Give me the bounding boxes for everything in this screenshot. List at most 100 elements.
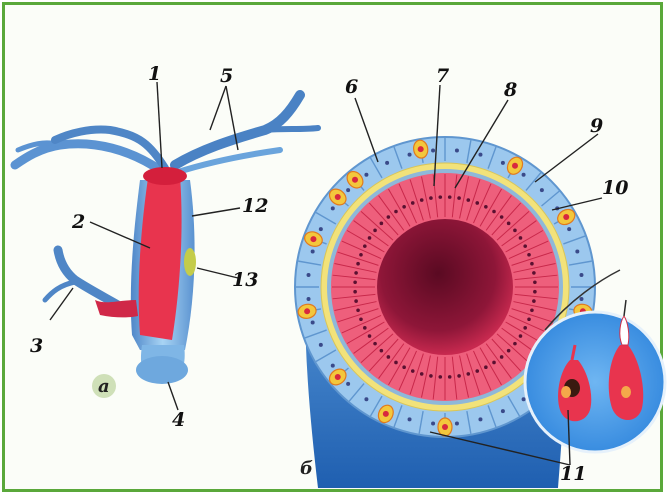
endoderm-nucleus [359, 253, 363, 257]
basal-disc [136, 356, 188, 384]
ectoderm-nucleus [431, 149, 435, 153]
endoderm-nucleus [387, 215, 391, 219]
label-11: 11 [560, 463, 586, 485]
ovary-bud [184, 248, 196, 276]
endoderm-nucleus [530, 262, 534, 266]
label-9: 9 [590, 115, 603, 137]
ectoderm-nucleus [540, 188, 544, 192]
ectoderm-nucleus [408, 417, 412, 421]
ectoderm-nucleus [455, 421, 459, 425]
endoderm-nucleus [484, 205, 488, 209]
ectoderm-nucleus [522, 173, 526, 177]
endoderm-nucleus [387, 355, 391, 359]
hypostome [143, 167, 187, 185]
endoderm-nucleus [438, 195, 442, 199]
stinging-cell-capsule [563, 214, 569, 220]
stinging-cell-capsule [442, 424, 448, 430]
ectoderm-nucleus [319, 227, 323, 231]
endoderm-nucleus [500, 215, 504, 219]
endoderm-red [139, 176, 182, 340]
endoderm-nucleus [380, 349, 384, 353]
endoderm-nucleus [532, 299, 536, 303]
ectoderm-nucleus [319, 343, 323, 347]
endoderm-nucleus [527, 253, 531, 257]
ectoderm-nucleus [522, 397, 526, 401]
endoderm-nucleus [513, 342, 517, 346]
endoderm-nucleus [368, 236, 372, 240]
endoderm-nucleus [533, 290, 537, 294]
stinging-cell-capsule [310, 236, 316, 242]
endoderm-nucleus [420, 198, 424, 202]
ectoderm-nucleus [364, 173, 368, 177]
ectoderm-nucleus [307, 273, 311, 277]
endoderm-nucleus [363, 244, 367, 248]
endoderm-nucleus [492, 210, 496, 214]
endoderm-nucleus [533, 280, 537, 284]
ectoderm-nucleus [346, 382, 350, 386]
ectoderm-nucleus [501, 409, 505, 413]
panel-label-b: б [300, 458, 313, 479]
endoderm-nucleus [394, 361, 398, 365]
endoderm-nucleus [373, 229, 377, 233]
label-5: 5 [220, 65, 233, 87]
hydra-whole [15, 95, 318, 384]
endoderm-nucleus [420, 372, 424, 376]
endoderm-nucleus [507, 222, 511, 226]
label-10: 10 [602, 177, 628, 199]
endoderm-nucleus [457, 374, 461, 378]
endoderm-nucleus [356, 308, 360, 312]
panel-label-a: а [98, 376, 110, 397]
endoderm-nucleus [519, 236, 523, 240]
endoderm-nucleus [402, 205, 406, 209]
label-7: 7 [436, 65, 449, 87]
endoderm-nucleus [448, 375, 452, 379]
ectoderm-nucleus [408, 153, 412, 157]
endoderm-nucleus [466, 198, 470, 202]
endoderm-nucleus [466, 372, 470, 376]
endoderm-nucleus [368, 334, 372, 338]
endoderm-nucleus [438, 375, 442, 379]
label-13: 13 [232, 269, 258, 291]
endoderm-nucleus [492, 361, 496, 365]
endoderm-nucleus [507, 349, 511, 353]
endoderm-nucleus [411, 201, 415, 205]
ectoderm-nucleus [346, 188, 350, 192]
ectoderm-nucleus [478, 153, 482, 157]
label-3: 3 [30, 335, 43, 357]
endoderm-nucleus [475, 201, 479, 205]
endoderm-nucleus [354, 299, 358, 303]
gastric-cavity [377, 219, 513, 355]
stinging-cell-capsule [352, 177, 358, 183]
stinging-cell-capsule [335, 374, 341, 380]
ectoderm-nucleus [455, 149, 459, 153]
ectoderm-nucleus [501, 161, 505, 165]
endoderm-nucleus [402, 365, 406, 369]
ectoderm-nucleus [331, 206, 335, 210]
endoderm-nucleus [363, 326, 367, 330]
label-2: 2 [71, 211, 85, 233]
ectoderm-nucleus [385, 161, 389, 165]
endoderm-nucleus [532, 271, 536, 275]
stinging-cell-capsule [335, 194, 341, 200]
label-12: 12 [242, 195, 268, 217]
ectoderm-nucleus [364, 397, 368, 401]
endoderm-nucleus [353, 280, 357, 284]
endoderm-nucleus [394, 210, 398, 214]
endoderm-nucleus [513, 229, 517, 233]
endoderm-nucleus [484, 365, 488, 369]
ectoderm-nucleus [311, 250, 315, 254]
stinging-cell-capsule [512, 163, 518, 169]
stinging-cell-capsule [418, 146, 424, 152]
endoderm-nucleus [429, 374, 433, 378]
endoderm-nucleus [519, 334, 523, 338]
endoderm-nucleus [448, 195, 452, 199]
ectoderm-nucleus [431, 421, 435, 425]
ectoderm-nucleus [567, 227, 571, 231]
label-6: 6 [345, 76, 358, 98]
ectoderm-nucleus [575, 250, 579, 254]
endoderm-nucleus [475, 369, 479, 373]
panel-a-badge: а [92, 374, 116, 398]
endoderm-nucleus [354, 271, 358, 275]
